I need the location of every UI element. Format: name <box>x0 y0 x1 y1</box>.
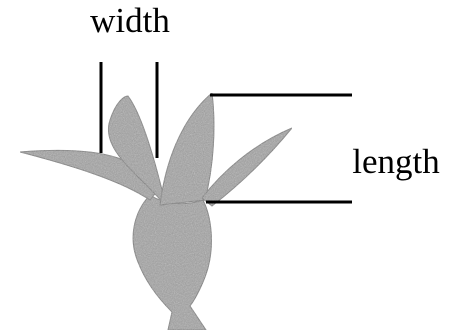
leaf-right-tall <box>160 93 214 205</box>
leaf-far-right <box>202 128 292 206</box>
width-label: width <box>90 1 170 40</box>
length-label: length <box>352 142 440 181</box>
shoot-body <box>133 195 211 330</box>
